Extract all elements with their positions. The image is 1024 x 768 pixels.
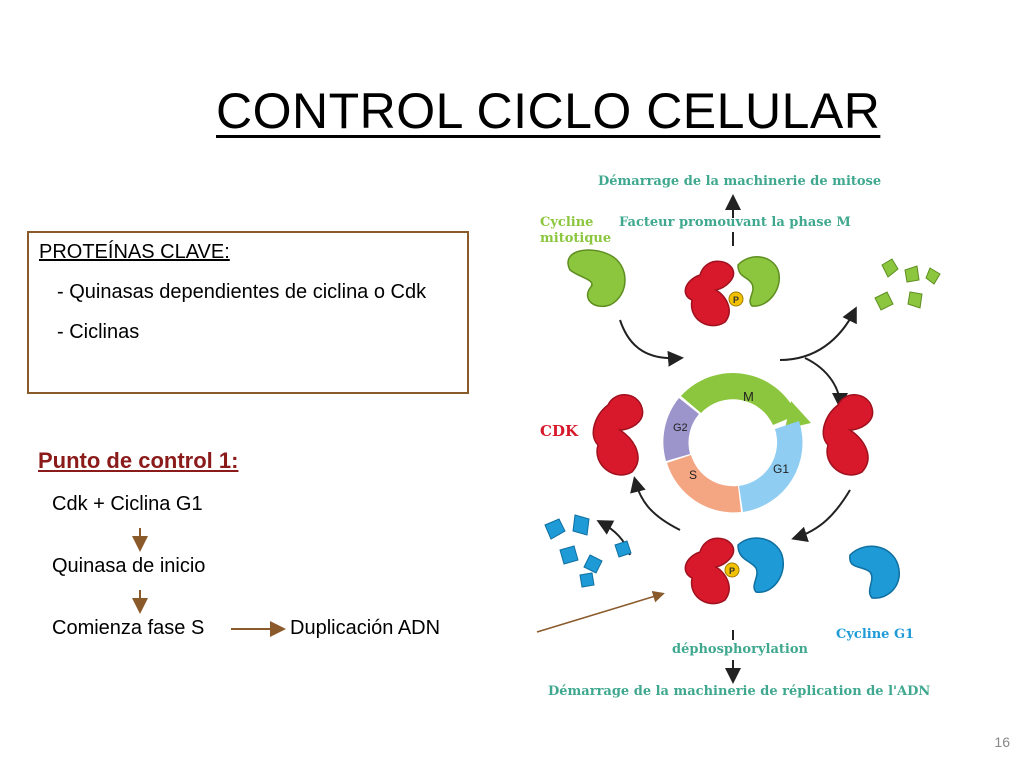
green-fragment-2	[904, 265, 920, 283]
blue-fragment-1	[544, 518, 566, 540]
phase-s-label: S	[689, 468, 697, 482]
cdk-bottom-complex	[684, 537, 735, 605]
phosphate-bottom-label: P	[729, 566, 735, 576]
checkpoint-step-3: Comienza fase S	[52, 617, 205, 639]
phase-m-arrowhead	[785, 401, 811, 429]
cell-cycle-diagram: Démarrage de la machinerie de mitose Fac…	[540, 174, 941, 699]
blue-fragment-4	[583, 554, 603, 574]
blue-fragment-5	[614, 540, 632, 558]
blue-fragment-3	[559, 545, 579, 565]
phase-s-arc	[667, 455, 741, 513]
mitotic-cyclin-label-line1: Cycline	[540, 215, 593, 230]
page-number: 16	[994, 734, 1010, 750]
mitosis-start-label: Démarrage de la machinerie de mitose	[598, 174, 881, 189]
checkpoint-heading: Punto de control 1:	[38, 448, 239, 473]
phase-g1-label: G1	[773, 462, 789, 476]
cyclin-g1-shape	[849, 545, 901, 599]
dephosphorylation-label: déphosphorylation	[672, 642, 808, 657]
phase-ring: M G2 S G1	[663, 373, 811, 513]
flow-arrow-right-down	[804, 357, 848, 409]
mitotic-cyclin-label-line2: mitotique	[540, 231, 611, 246]
key-protein-item-cdk: - Quinasas dependientes de ciclina o Cdk	[57, 281, 427, 303]
green-fragment-1	[881, 258, 899, 278]
phase-m-label: M	[743, 389, 754, 404]
flow-arrow-top-left	[619, 319, 684, 367]
phosphate-top-icon	[728, 291, 744, 307]
green-fragment-5	[907, 291, 923, 309]
mitotic-cyclin-shape	[567, 249, 626, 307]
flow-arrow-bottom-right	[791, 489, 851, 542]
phase-m-arc	[681, 373, 797, 425]
cdk-left-shape	[592, 394, 644, 476]
green-fragment-4	[874, 291, 894, 311]
pointer-arrow	[536, 590, 665, 633]
cdk-top-complex	[684, 260, 735, 327]
key-proteins-heading: PROTEÍNAS CLAVE:	[39, 241, 230, 263]
checkpoint-step-1: Cdk + Ciclina G1	[52, 493, 203, 515]
phosphate-top-label: P	[733, 295, 739, 305]
key-proteins-box: PROTEÍNAS CLAVE: - Quinasas dependientes…	[27, 231, 469, 394]
cyclin-g1-label: Cycline G1	[836, 627, 914, 642]
cyclin-bottom-complex	[737, 537, 785, 593]
mpf-label: Facteur promouvant la phase M	[619, 215, 851, 230]
blue-fragment-6	[579, 572, 595, 588]
checkpoint-result: Duplicación ADN	[290, 617, 441, 639]
phosphate-bottom-icon	[724, 562, 740, 578]
key-protein-item-cyclins: - Ciclinas	[57, 321, 140, 343]
cyclin-top-complex	[737, 256, 781, 307]
slide-title: CONTROL CICLO CELULAR	[216, 83, 881, 139]
blue-fragment-2	[572, 514, 590, 536]
flow-arrow-top-right	[779, 306, 857, 361]
flow-arrow-bottom-left	[630, 476, 681, 531]
replication-start-label: Démarrage de la machinerie de réplicatio…	[548, 684, 930, 699]
phase-g2-label: G2	[673, 422, 688, 434]
cdk-label: CDK	[540, 422, 579, 440]
phase-g2-arc	[663, 398, 699, 461]
checkpoint-step-2: Quinasa de inicio	[52, 555, 206, 577]
cdk-right-shape	[822, 394, 874, 476]
green-fragment-3	[925, 267, 941, 285]
phase-g1-arc	[739, 421, 803, 512]
